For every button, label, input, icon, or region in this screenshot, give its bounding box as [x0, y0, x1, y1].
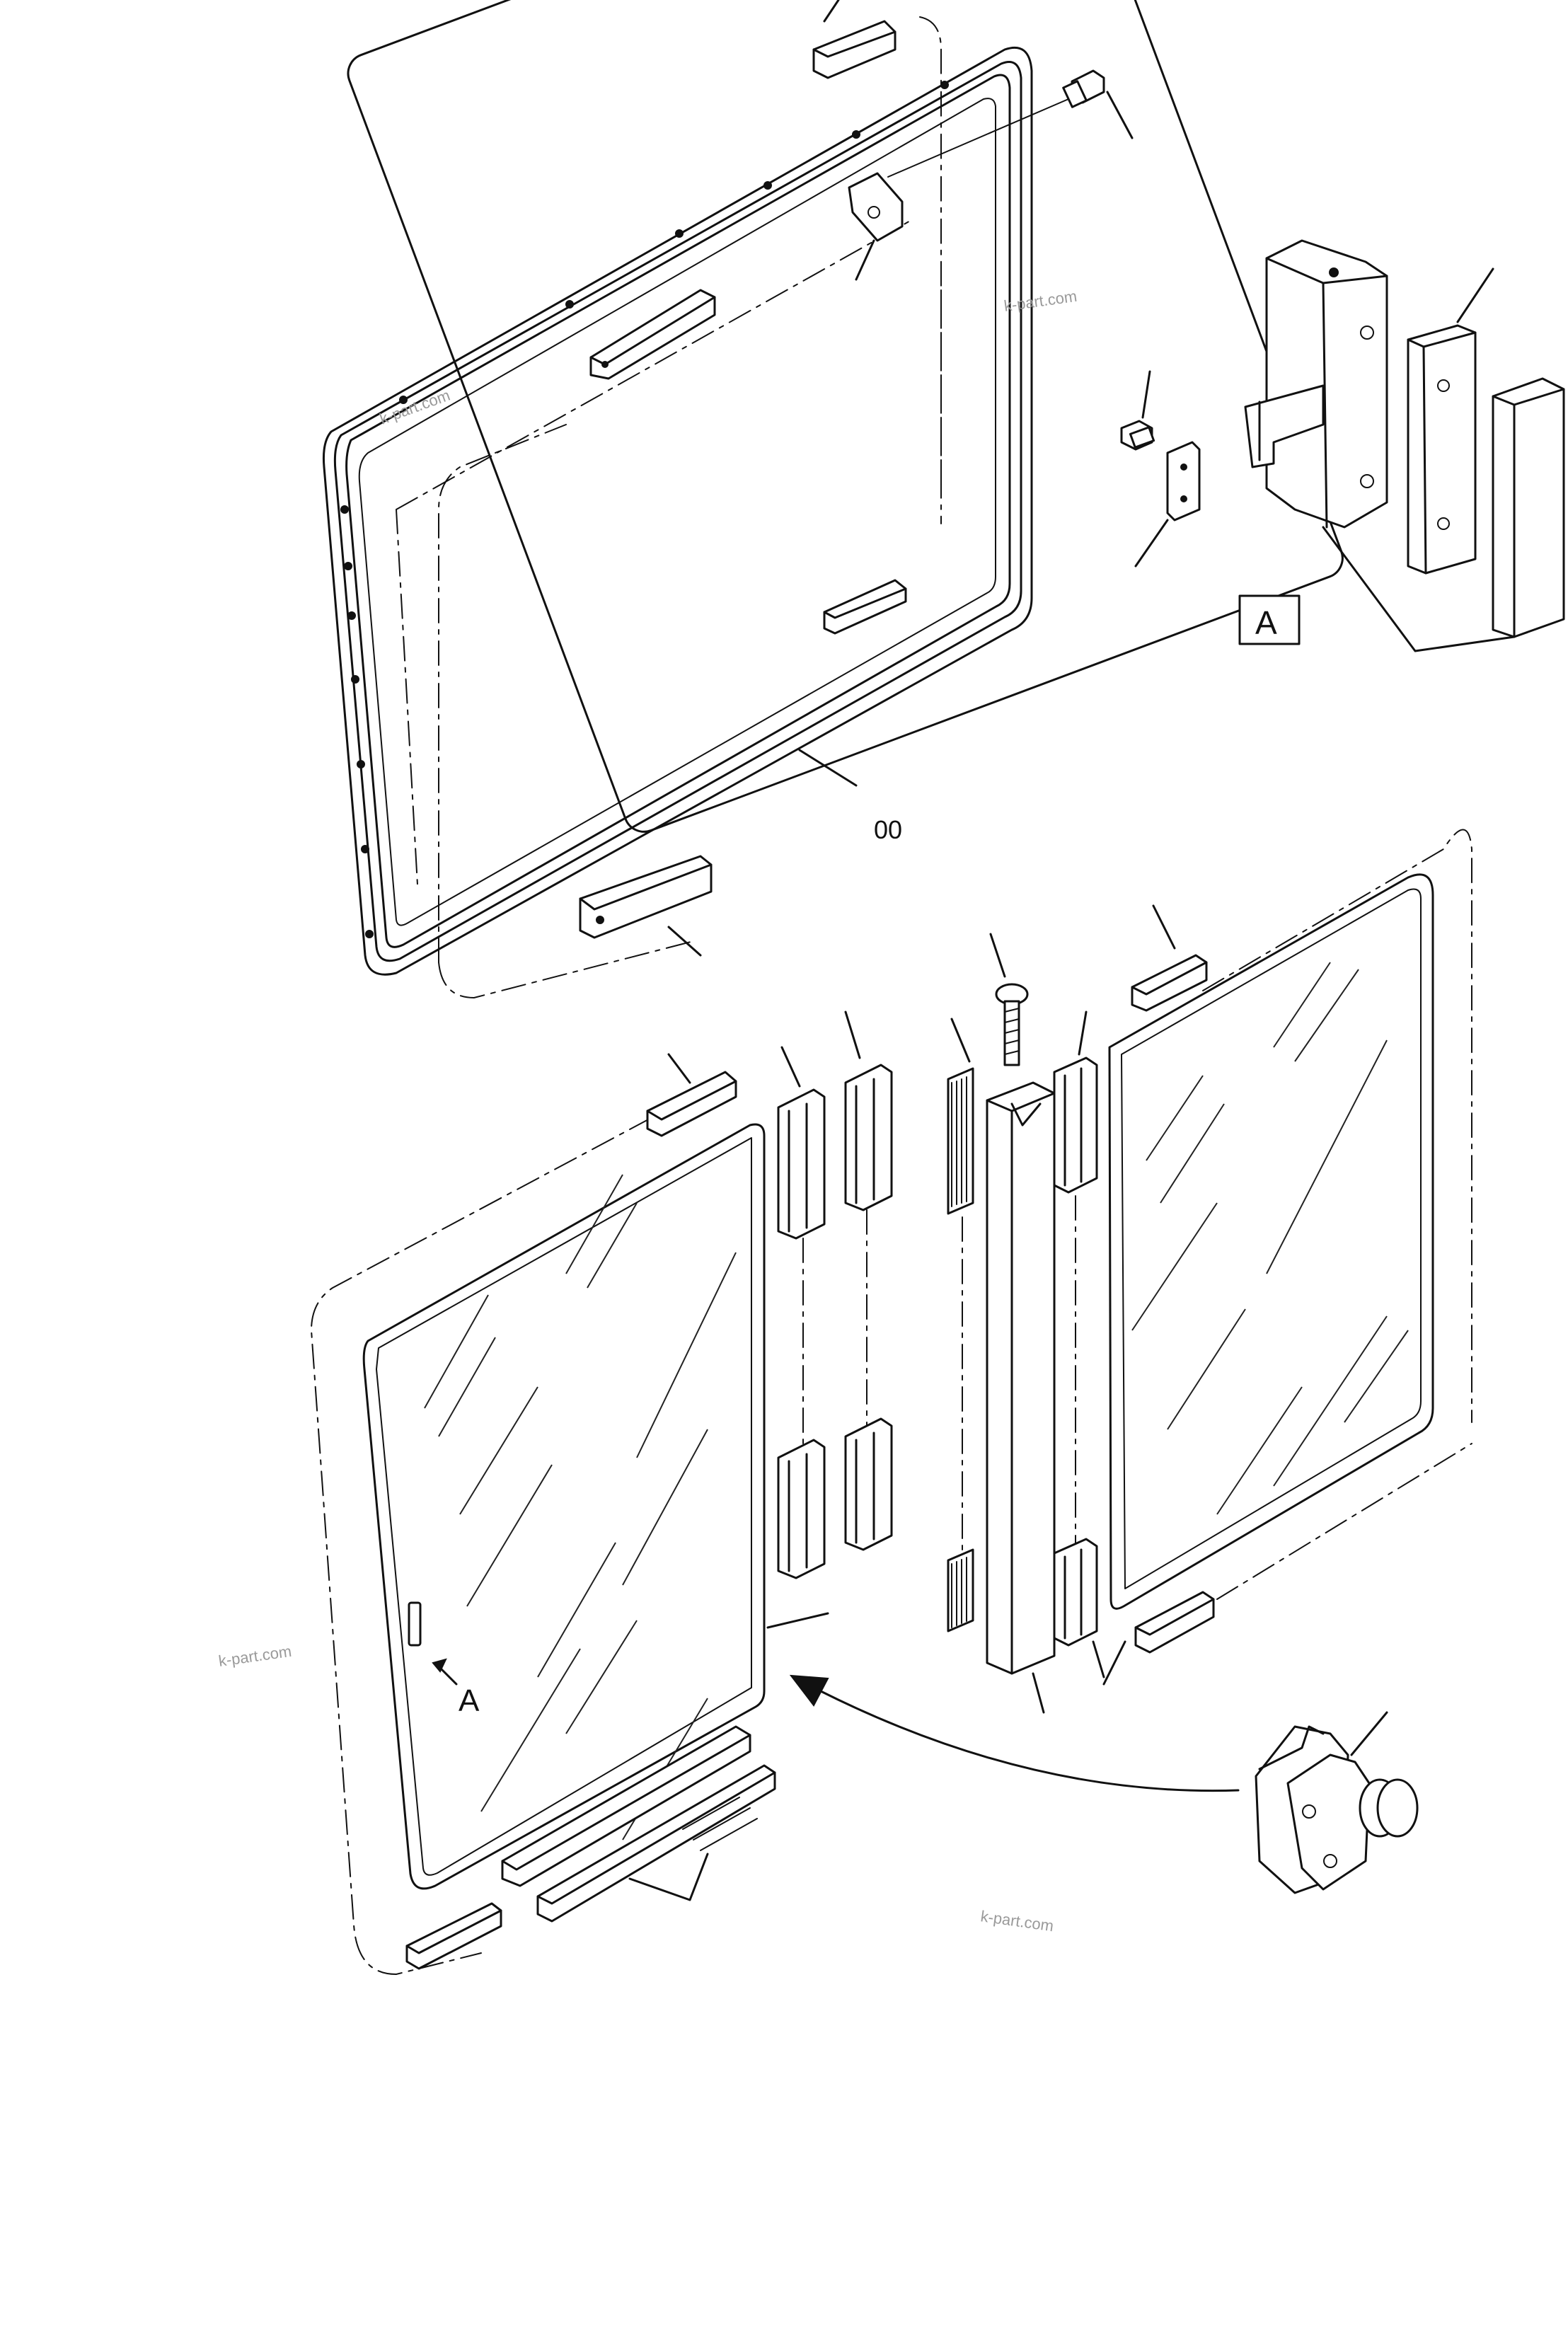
profile-3-lower — [1053, 1538, 1105, 1678]
center-screw — [989, 933, 1029, 1066]
profile-3 — [1053, 1010, 1098, 1194]
profile-1-lower — [777, 1439, 826, 1579]
left-pane-bottom-rail — [405, 1725, 776, 1970]
left-pane-top-cap — [646, 1053, 737, 1137]
detail-a-marker: A — [1255, 604, 1277, 641]
profile-2 — [844, 1010, 893, 1211]
profile-1 — [777, 1046, 826, 1240]
detail-a-box — [1238, 594, 1301, 645]
right-pane-glass-lines — [1131, 962, 1409, 1515]
latch-cover — [1492, 377, 1565, 638]
right-pane-top-rail — [1131, 904, 1208, 1012]
window-frame-assembly: 00 — [323, 0, 1344, 999]
brush-strip-lower — [947, 1548, 974, 1632]
right-pane-bottom-rail — [1102, 1591, 1215, 1686]
detail-a-latch: A — [1120, 239, 1565, 652]
center-post-group — [947, 933, 1105, 1714]
latch-knob-assembly — [1255, 1711, 1419, 1894]
right-sliding-pane — [1102, 829, 1472, 1686]
frame-end-cap — [579, 855, 713, 957]
lower-slide-channel — [823, 579, 907, 635]
vertical-profiles — [777, 1010, 893, 1579]
left-pane-glass-lines — [424, 1174, 737, 1841]
watermark: k-part.com — [217, 1642, 292, 1670]
detail-a-screw — [1120, 370, 1155, 451]
detail-a-plate — [1134, 441, 1201, 568]
latch-spacer — [1407, 267, 1494, 575]
brush-strip-upper — [947, 1018, 974, 1215]
profile-2-lower — [844, 1417, 893, 1551]
detail-a-callout: A — [459, 1683, 480, 1718]
pane-latch-slot — [408, 1601, 422, 1647]
left-sliding-pane: A — [310, 1053, 1240, 1976]
upper-slide-channel — [589, 289, 716, 380]
watermark: k-part.com — [1003, 287, 1078, 315]
top-guide-clip — [812, 0, 897, 79]
center-post — [986, 1081, 1056, 1714]
frame-bolt-holes — [340, 81, 949, 938]
frame-pad — [848, 172, 904, 281]
frame-screw — [887, 69, 1134, 178]
watermark: k-part.com — [979, 1907, 1054, 1935]
watermark: k-part.com — [377, 386, 452, 428]
assembly-number-label: 00 — [874, 815, 902, 844]
